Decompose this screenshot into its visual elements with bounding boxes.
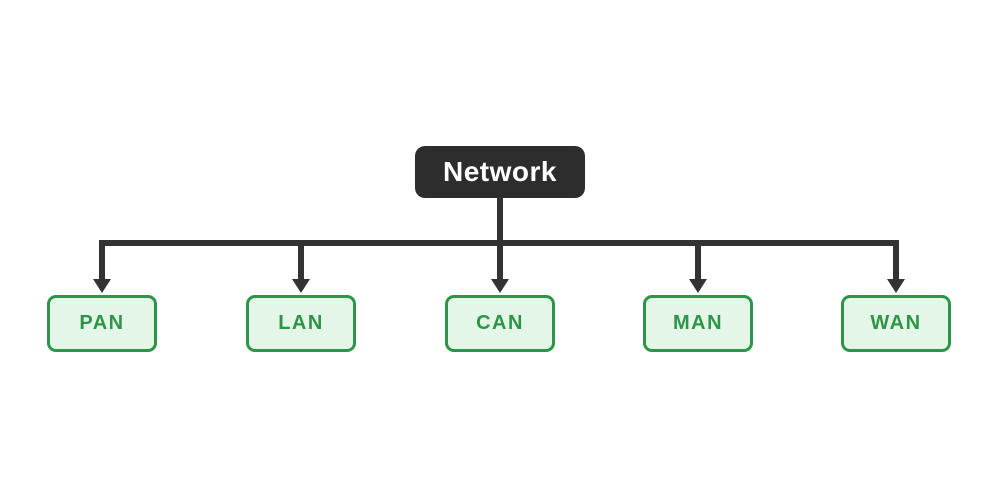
child-node-pan: PAN [47,295,157,352]
connector-drop-line-pan [99,240,105,280]
down-arrowhead-icon [93,279,111,293]
down-arrowhead-icon [491,279,509,293]
connector-drop-line-wan [893,240,899,280]
down-arrowhead-icon [689,279,707,293]
connector-horizontal-line [99,240,899,246]
connector-root-vertical-line [497,197,503,280]
child-node-man: MAN [643,295,753,352]
down-arrowhead-icon [887,279,905,293]
connector-drop-line-man [695,240,701,280]
child-node-wan: WAN [841,295,951,352]
child-node-can: CAN [445,295,555,352]
child-node-lan: LAN [246,295,356,352]
root-node-network: Network [415,146,585,198]
connector-drop-line-lan [298,240,304,280]
down-arrowhead-icon [292,279,310,293]
